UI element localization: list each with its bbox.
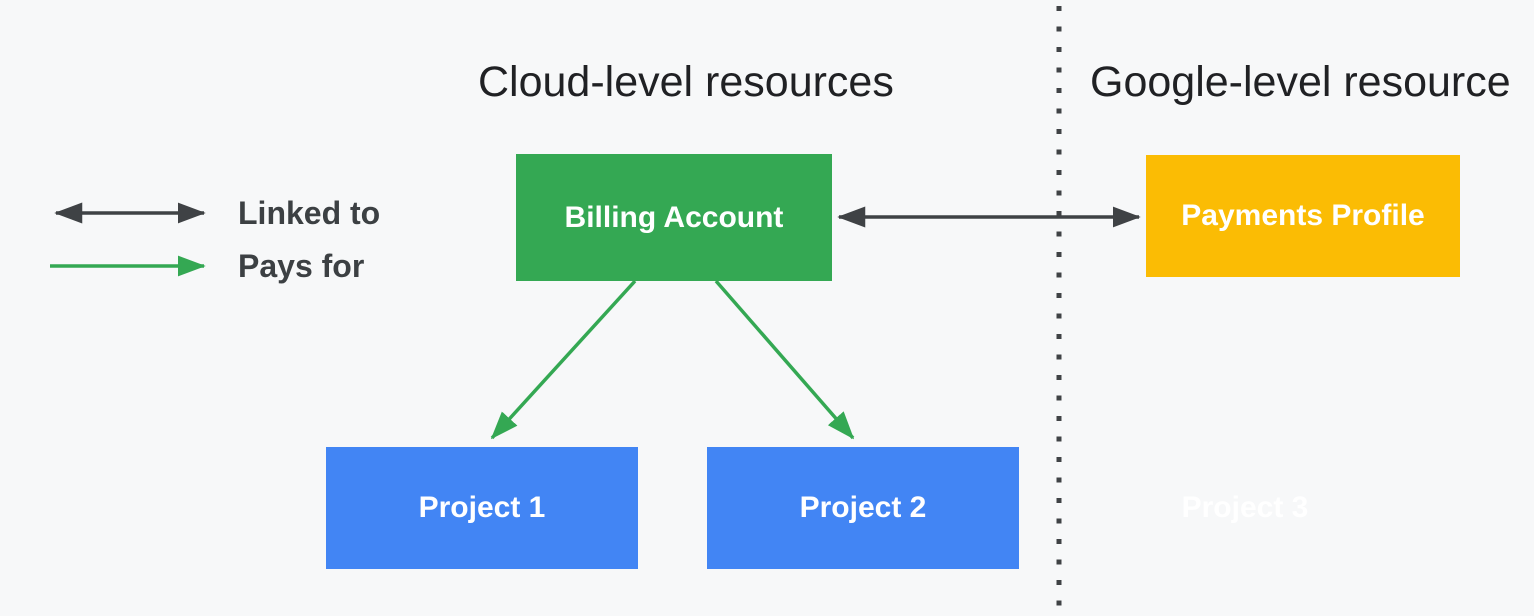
edge-billing-pays-project1 [490,279,637,440]
project-2-node: Project 2 [707,447,1019,569]
legend-label-linked-to: Linked to [238,195,381,231]
project-2-label: Project 2 [799,491,927,524]
project-3-label: Project 3 [1181,491,1309,524]
project-1-label: Project 1 [418,491,546,524]
payments-profile-label: Payments Profile [1181,199,1425,232]
legend-label-pays-for: Pays for [238,248,365,284]
billing-account-node: Billing Account [516,154,832,281]
project-3-ghost-node: Project 3 [1145,447,1345,569]
google-level-section-title: Google-level resource [1090,58,1511,106]
billing-account-label: Billing Account [564,200,784,234]
payments-profile-node: Payments Profile [1146,155,1460,277]
project-1-node: Project 1 [326,447,638,569]
edge-billing-pays-project2 [714,279,855,440]
cloud-level-section-title: Cloud-level resources [478,58,894,106]
